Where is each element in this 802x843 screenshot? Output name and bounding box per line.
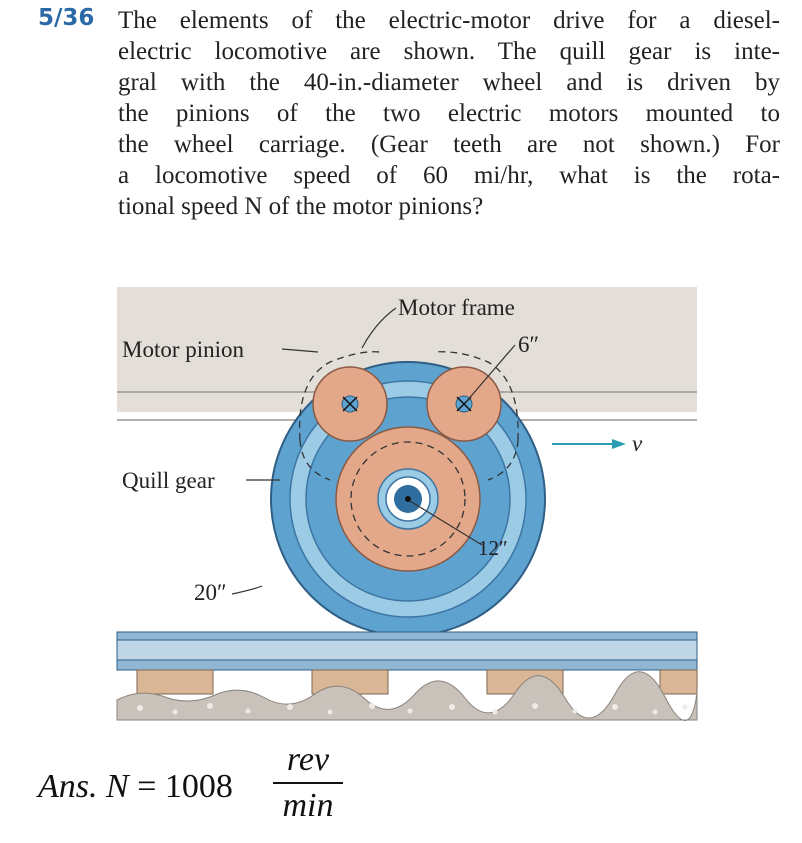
label-motor-pinion: Motor pinion [122, 337, 245, 362]
problem-line: tional speed N of the motor pinions? [118, 193, 484, 220]
locomotive-drive-figure: Motor frame Motor pinion 6″ Quill gear 1… [116, 287, 698, 721]
motor-housing-right [433, 351, 519, 441]
rail-tie [659, 669, 698, 695]
answer-expression: Ans. N = 1008 [38, 768, 233, 806]
motor-housing-left [298, 351, 381, 441]
label-velocity: v [632, 431, 643, 456]
label-quill-radius: 12″ [478, 536, 508, 560]
ballast [116, 671, 698, 721]
leader-quill-radius [409, 500, 483, 546]
leader-motor-pinion [281, 348, 319, 353]
problem-number: 5/36 [38, 5, 95, 31]
answer-variable: N [106, 768, 129, 805]
problem-line: a locomotive speed of 60 mi/hr, what is … [118, 162, 780, 189]
leader-pinion-radius [465, 344, 516, 403]
answer-unit-fraction: rev min [273, 740, 343, 824]
unit-numerator: rev [286, 741, 330, 778]
label-pinion-radius: 6″ [518, 332, 539, 357]
label-quill-gear: Quill gear [122, 468, 215, 493]
pinion-axle-left [341, 395, 359, 413]
axle-center [405, 496, 411, 502]
problem-line: The elements of the electric-motor drive… [118, 7, 780, 34]
answer-equals: = [137, 768, 157, 805]
leader-wheel-radius [231, 585, 263, 595]
answer-prefix: Ans. [38, 768, 98, 805]
rail-top [116, 631, 698, 641]
unit-denominator: min [282, 787, 334, 824]
rail-web [116, 639, 698, 661]
motor-housing-left-lower [299, 439, 331, 481]
velocity-arrowhead [612, 439, 626, 449]
motor-housing-right-lower [487, 439, 519, 481]
rail-tie [136, 669, 214, 695]
rail-base [116, 659, 698, 671]
fraction-bar [273, 782, 343, 784]
answer-value: 1008 [164, 768, 233, 805]
ballast-texture [137, 703, 688, 715]
leader-motor-frame [361, 307, 397, 349]
label-wheel-radius: 20″ [194, 580, 227, 605]
problem-statement: The elements of the electric-motor drive… [118, 5, 780, 222]
problem-line: the pinions of the two electric motors m… [118, 100, 780, 127]
quill-pitch-circle [350, 441, 466, 557]
label-motor-frame: Motor frame [398, 295, 515, 320]
problem-line: gral with the 40-in.-diameter wheel and … [118, 69, 780, 96]
problem-line: electric locomotive are shown. The quill… [118, 38, 780, 65]
problem-line: the wheel carriage. (Gear teeth are not … [118, 131, 780, 158]
